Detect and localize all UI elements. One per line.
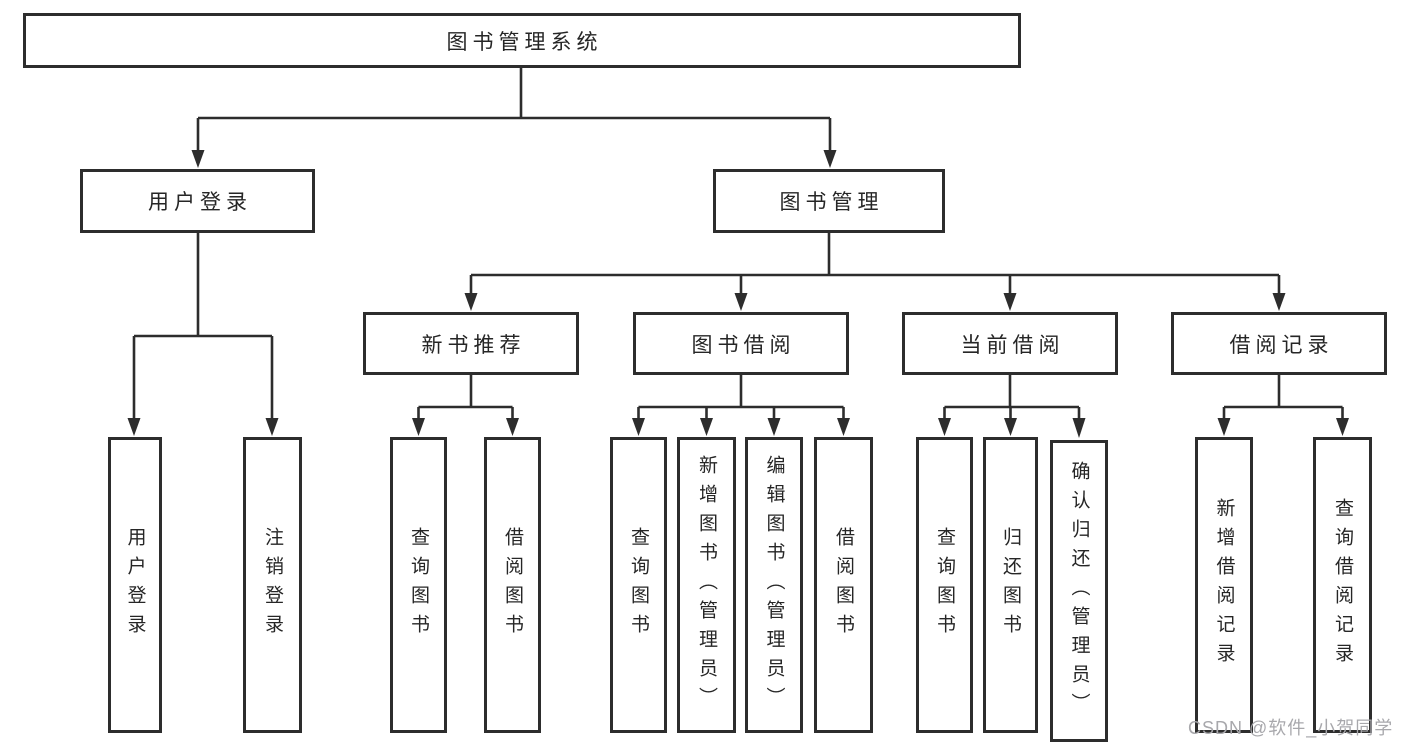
node-book-borrowing: 图书借阅 <box>633 312 849 375</box>
node-label: 用户登录 <box>148 191 252 214</box>
node-borrowing-records: 借阅记录 <box>1171 312 1387 375</box>
connector-strokes <box>132 68 1344 420</box>
leaf-logout-login: 注销登录 <box>243 437 302 733</box>
leaf-borrow-query-books: 查询图书 <box>610 437 667 733</box>
node-label: 借阅记录 <box>1229 333 1334 357</box>
leaf-user-login: 用户登录 <box>108 437 162 733</box>
node-label: 借阅图书 <box>502 527 523 643</box>
node-label: 图书借阅 <box>691 333 796 357</box>
leaf-borrow-add-books-admin: 新增图书（管理员） <box>677 437 736 733</box>
node-label: 查询图书 <box>934 527 955 643</box>
node-label: 当前借阅 <box>960 333 1065 357</box>
node-label: 图书管理系统 <box>446 30 603 54</box>
leaf-current-return-books: 归还图书 <box>983 437 1038 733</box>
node-label: 归还图书 <box>1000 527 1021 643</box>
node-book-management: 图书管理 <box>713 169 945 233</box>
node-label: 确认归还（管理员） <box>1068 460 1090 722</box>
node-label: 注销登录 <box>262 527 283 643</box>
leaf-current-query-books: 查询图书 <box>916 437 973 733</box>
node-label: 图书管理 <box>779 191 884 214</box>
node-user-login: 用户登录 <box>80 169 315 233</box>
leaf-records-add-borrow-record: 新增借阅记录 <box>1195 437 1253 733</box>
node-label: 编辑图书（管理员） <box>763 454 785 716</box>
node-label: 查询图书 <box>408 527 429 643</box>
node-library-management-system: 图书管理系统 <box>23 13 1021 68</box>
leaf-borrow-edit-books-admin: 编辑图书（管理员） <box>745 437 803 733</box>
leaf-records-query-borrow-record: 查询借阅记录 <box>1313 437 1372 733</box>
node-label: 用户登录 <box>124 527 146 643</box>
node-label: 新书推荐 <box>421 333 526 357</box>
node-current-borrowing: 当前借阅 <box>902 312 1118 375</box>
leaf-current-confirm-return-admin: 确认归还（管理员） <box>1050 440 1108 742</box>
node-label: 查询图书 <box>628 527 649 643</box>
node-label: 新增借阅记录 <box>1213 498 1235 672</box>
arrowheads <box>127 150 1349 438</box>
node-label: 查询借阅记录 <box>1332 498 1353 672</box>
node-label: 借阅图书 <box>833 527 854 643</box>
leaf-borrow-borrow-books: 借阅图书 <box>814 437 873 733</box>
leaf-recommend-borrow-books: 借阅图书 <box>484 437 541 733</box>
node-label: 新增图书（管理员） <box>696 454 717 716</box>
leaf-recommend-query-books: 查询图书 <box>390 437 447 733</box>
node-new-book-recommendation: 新书推荐 <box>363 312 579 375</box>
csdn-watermark: CSDN @软件_小贺同学 <box>1188 718 1394 738</box>
